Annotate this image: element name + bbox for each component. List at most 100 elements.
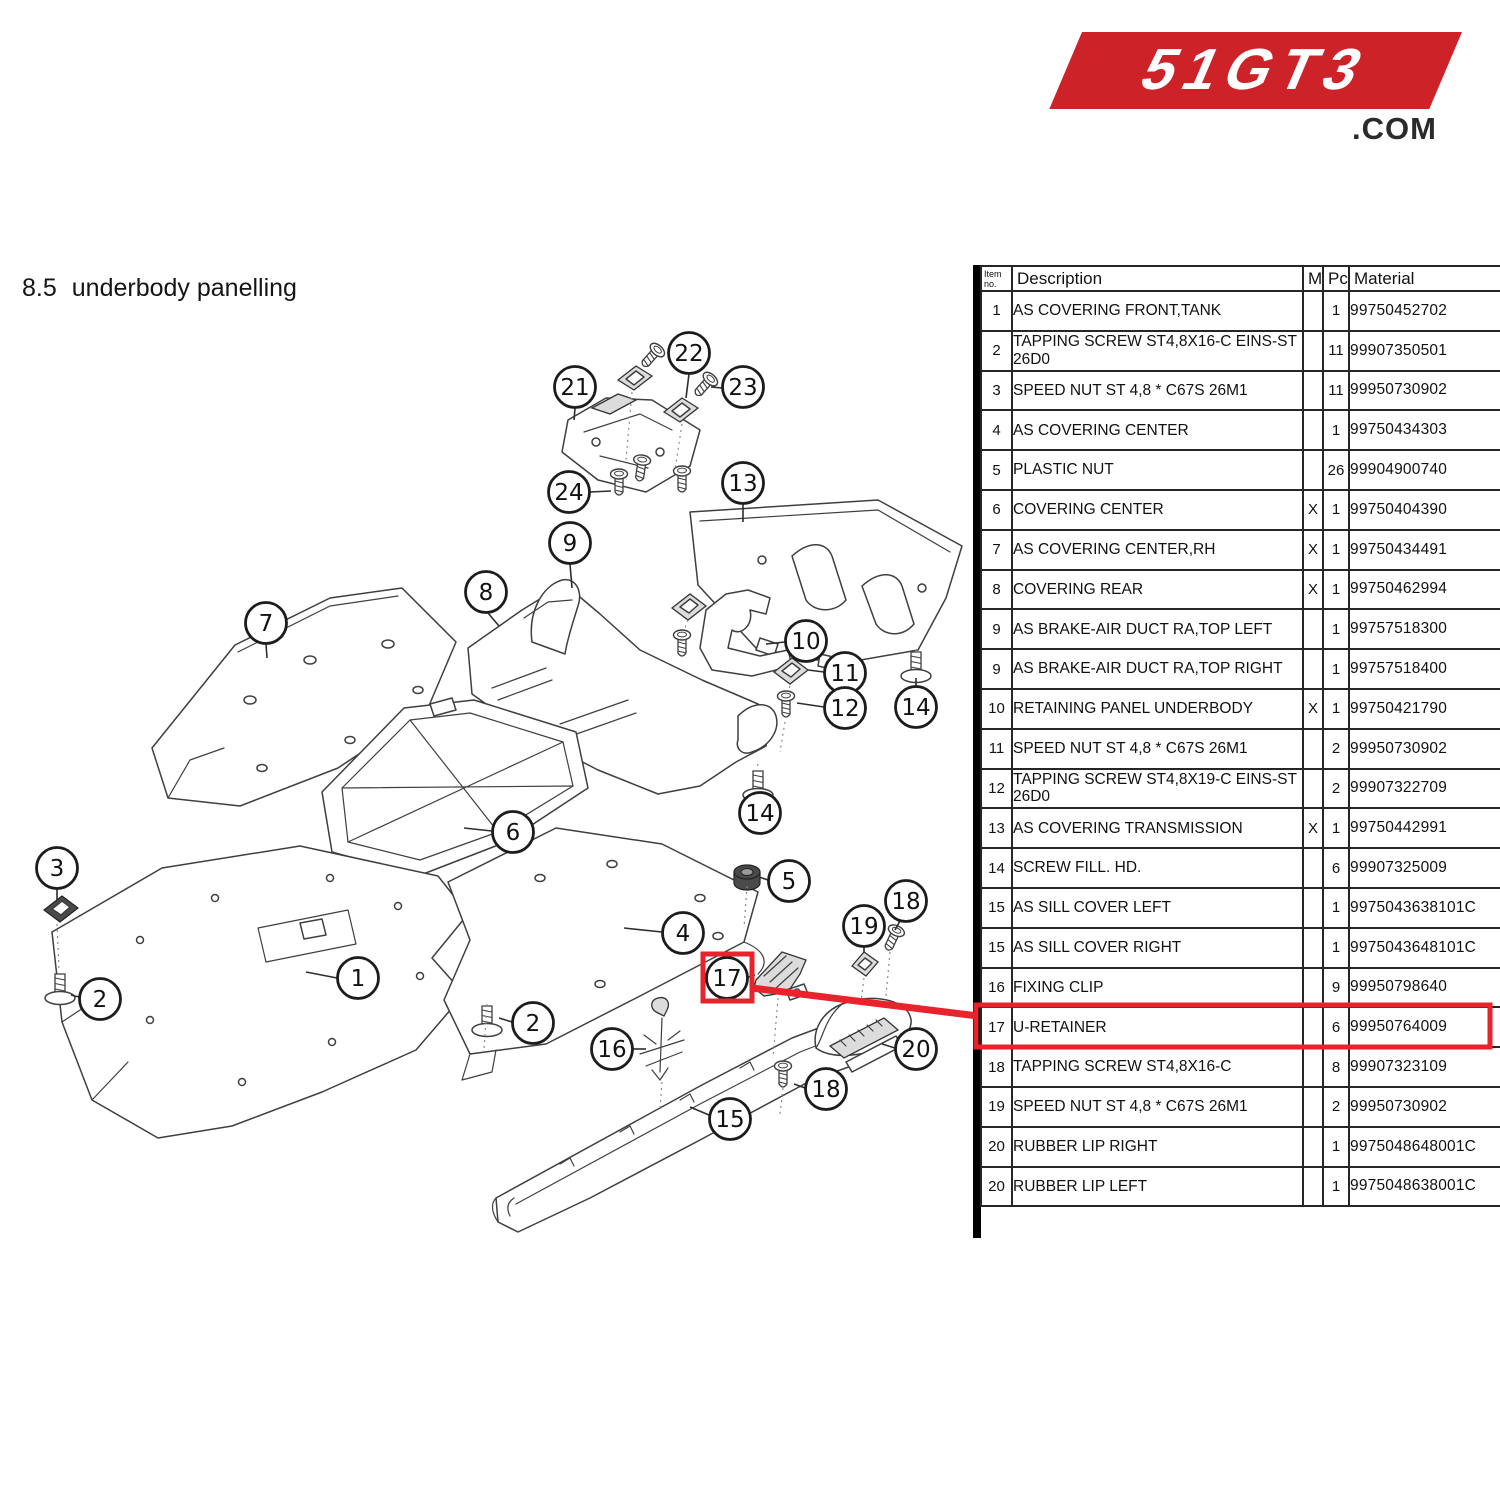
- cell-item: 9: [980, 608, 1013, 651]
- header-description: Description: [1011, 265, 1304, 292]
- cell-mat: 99757518400: [1348, 648, 1500, 690]
- header-pc: Pc.: [1322, 265, 1350, 292]
- callout-17: 17: [705, 956, 749, 1000]
- assembly-guides: [56, 391, 917, 1115]
- cell-pc: 1: [1322, 409, 1350, 452]
- svg-text:6: 6: [506, 820, 521, 846]
- screw-18-bottom: [773, 1060, 793, 1088]
- cell-mat: 99907350501: [1348, 329, 1500, 372]
- callout-5: 5: [767, 859, 811, 903]
- cell-desc: SPEED NUT ST 4,8 * C67S 26M1: [1011, 369, 1304, 412]
- cell-pc: 6: [1322, 1006, 1350, 1049]
- cell-desc: COVERING REAR: [1011, 568, 1304, 611]
- cell-item: 18: [980, 1046, 1013, 1088]
- cell-m: [1302, 1085, 1324, 1128]
- callout-14: 14: [894, 685, 938, 729]
- cell-m: [1302, 290, 1324, 332]
- logo-brand-text: 51GT3: [1131, 36, 1382, 102]
- cell-pc: 11: [1322, 329, 1350, 372]
- cell-m: [1302, 369, 1324, 412]
- table-left-bar: [973, 265, 981, 1238]
- cell-item: 15: [980, 886, 1013, 929]
- header-m: M: [1302, 265, 1324, 292]
- cell-item: 17: [980, 1006, 1013, 1049]
- cell-item: 3: [980, 369, 1013, 412]
- cell-item: 12: [980, 767, 1013, 810]
- cell-m: [1302, 1046, 1324, 1088]
- cell-m: X: [1302, 568, 1324, 611]
- callout-12: 12: [823, 686, 867, 730]
- cell-pc: 1: [1322, 687, 1350, 730]
- cell-item: 15: [980, 926, 1013, 969]
- cell-mat: 99950730902: [1348, 369, 1500, 412]
- callout-11: 11: [823, 651, 867, 695]
- speed-nut-3: [43, 895, 79, 923]
- cell-mat: 99950730902: [1348, 1085, 1500, 1128]
- sill-cover-15: [495, 1013, 909, 1233]
- callout-23: 23: [721, 365, 765, 409]
- svg-text:12: 12: [830, 696, 859, 722]
- callout-4: 4: [661, 911, 705, 955]
- cell-desc: SCREW FILL. HD.: [1011, 847, 1304, 889]
- svg-text:18: 18: [811, 1077, 840, 1103]
- cell-desc: AS BRAKE-AIR DUCT RA,TOP RIGHT: [1011, 648, 1304, 690]
- callout-15: 15: [708, 1097, 752, 1141]
- cell-mat: 9975048648001C: [1348, 1125, 1500, 1168]
- callout-19: 19: [842, 904, 886, 948]
- cell-mat: 99750404390: [1348, 488, 1500, 531]
- svg-text:21: 21: [560, 375, 589, 401]
- cell-item: 16: [980, 966, 1013, 1009]
- cell-mat: 9975043638101C: [1348, 886, 1500, 929]
- cell-pc: 9: [1322, 966, 1350, 1009]
- svg-text:7: 7: [259, 611, 274, 637]
- callout-leaders: [56, 373, 917, 1116]
- cell-item: 6: [980, 488, 1013, 531]
- panel-1: [51, 845, 469, 1139]
- callout-2: 2: [511, 1001, 555, 1045]
- cell-desc: RUBBER LIP RIGHT: [1011, 1125, 1304, 1168]
- cell-desc: RUBBER LIP LEFT: [1011, 1165, 1304, 1208]
- cell-desc: TAPPING SCREW ST4,8X16-C: [1011, 1046, 1304, 1088]
- cell-mat: 99907323109: [1348, 1046, 1500, 1088]
- rivet-2-left: [44, 973, 76, 1006]
- cell-desc: TAPPING SCREW ST4,8X19-C EINS-ST 26D0: [1011, 767, 1304, 810]
- cell-mat: 99950764009: [1348, 1006, 1500, 1049]
- svg-text:10: 10: [791, 629, 820, 655]
- cell-item: 20: [980, 1125, 1013, 1168]
- highlight-box-diagram: [700, 951, 755, 1004]
- parts-table: Item no. Description M Pc. Material 1 AS …: [980, 265, 1500, 1208]
- fixing-clip-16: [639, 996, 685, 1081]
- cell-mat: 99950798640: [1348, 966, 1500, 1009]
- cell-desc: AS SILL COVER LEFT: [1011, 886, 1304, 929]
- svg-text:11: 11: [830, 661, 859, 687]
- section-label: underbody panelling: [71, 274, 297, 302]
- clip-23: [662, 397, 700, 423]
- cell-m: [1302, 767, 1324, 810]
- cell-pc: 2: [1322, 767, 1350, 810]
- cell-item: 8: [980, 568, 1013, 611]
- callout-8: 8: [464, 570, 508, 614]
- svg-text:2: 2: [526, 1011, 541, 1037]
- cell-mat: 99750442991: [1348, 807, 1500, 850]
- table-header-row: Item no. Description M Pc. Material: [980, 265, 1500, 292]
- cell-m: [1302, 1125, 1324, 1168]
- cell-item: 4: [980, 409, 1013, 452]
- callout-18: 18: [804, 1067, 848, 1111]
- callout-1: 1: [336, 956, 380, 1000]
- cell-item: 9: [980, 648, 1013, 690]
- cell-pc: 26: [1322, 449, 1350, 491]
- bracket-21: [561, 397, 701, 493]
- panel-7: [151, 587, 457, 807]
- svg-text:13: 13: [728, 471, 757, 497]
